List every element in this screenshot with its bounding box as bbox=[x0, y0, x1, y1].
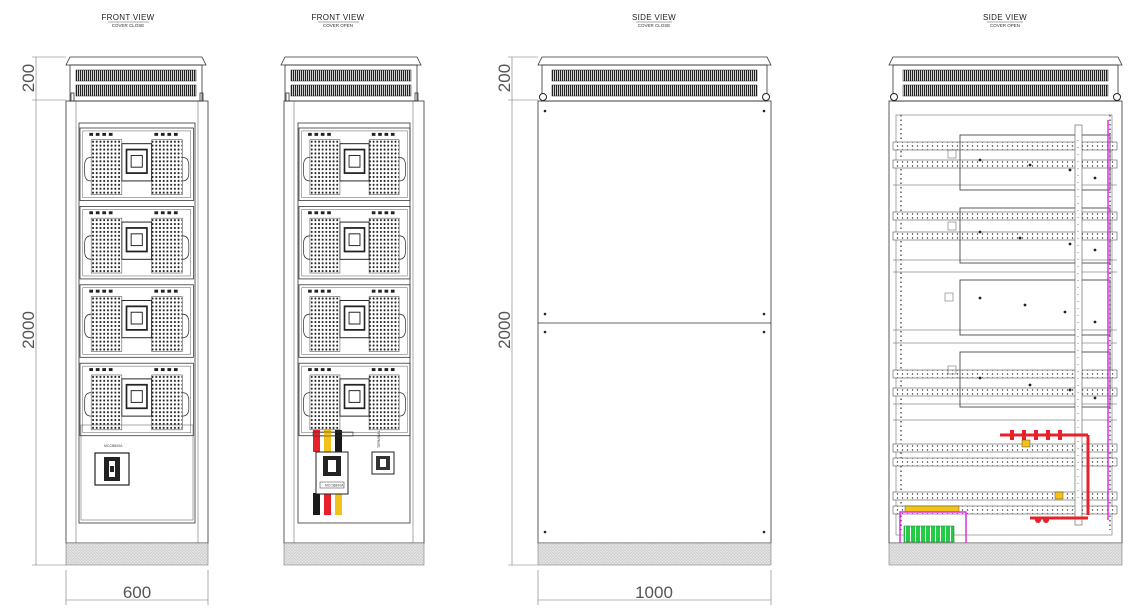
plinth bbox=[888, 542, 1123, 566]
view-title-side-open: SIDE VIEW COVER OPEN bbox=[983, 13, 1027, 28]
side-panel bbox=[537, 100, 772, 544]
red-busbar bbox=[1000, 430, 1090, 523]
terminal-block-icon: TERMINAL bbox=[371, 430, 395, 475]
terminal-block-side bbox=[899, 505, 967, 545]
power-module bbox=[298, 283, 411, 359]
breaker-label: MCCB800A bbox=[104, 444, 123, 448]
power-module bbox=[79, 127, 195, 202]
module-side bbox=[944, 134, 1111, 408]
view-subtitle: COVER OPEN bbox=[990, 23, 1020, 28]
vent-cap bbox=[537, 56, 772, 102]
view-subtitle: COVER OPEN bbox=[323, 23, 353, 28]
busbar-assembly: MCCB800A bbox=[312, 430, 354, 515]
dim-front-width: 600 bbox=[123, 583, 151, 602]
view-subtitle: COVER CLOSE bbox=[638, 23, 671, 28]
view-title: FRONT VIEW bbox=[311, 13, 364, 22]
plinth bbox=[65, 542, 209, 566]
side-view-cover-open bbox=[888, 56, 1123, 566]
dim-body-height: 2000 bbox=[495, 311, 514, 349]
dim-top-height: 200 bbox=[19, 64, 38, 92]
view-title-front-open: FRONT VIEW COVER OPEN bbox=[311, 13, 364, 28]
view-subtitle: COVER CLOSE bbox=[112, 23, 145, 28]
dim-top-height: 200 bbox=[495, 64, 514, 92]
breaker-icon bbox=[94, 452, 130, 486]
power-module bbox=[298, 127, 411, 202]
view-title-side-close: SIDE VIEW COVER CLOSE bbox=[632, 13, 676, 28]
power-module bbox=[298, 362, 411, 437]
plinth bbox=[537, 542, 772, 566]
dim-side-width: 1000 bbox=[635, 583, 673, 602]
view-title-front-close: FRONT VIEW COVER CLOSE bbox=[101, 13, 154, 28]
plinth bbox=[283, 542, 425, 566]
power-module bbox=[79, 283, 195, 359]
view-title: SIDE VIEW bbox=[632, 13, 676, 22]
front-view-cover-close: 200 2000 600 MCCB800A bbox=[19, 56, 209, 605]
cable-duct bbox=[1074, 124, 1083, 526]
vent-cap bbox=[888, 56, 1123, 102]
dim-body-height: 2000 bbox=[19, 311, 38, 349]
breaker-label: MCCB800A bbox=[325, 484, 344, 488]
terminal-label: TERMINAL bbox=[377, 430, 381, 448]
vent-cap bbox=[280, 56, 422, 102]
dimension-lines bbox=[32, 56, 209, 605]
view-title: FRONT VIEW bbox=[101, 13, 154, 22]
view-title: SIDE VIEW bbox=[983, 13, 1027, 22]
dimension-lines bbox=[508, 56, 772, 605]
module-rails bbox=[892, 141, 1118, 515]
side-view-cover-close: 200 2000 1000 bbox=[495, 56, 772, 605]
power-module bbox=[79, 205, 195, 280]
power-module bbox=[298, 205, 411, 280]
vent-cap bbox=[65, 56, 207, 102]
front-view-cover-open: MCCB800A TERMINAL bbox=[280, 56, 425, 566]
